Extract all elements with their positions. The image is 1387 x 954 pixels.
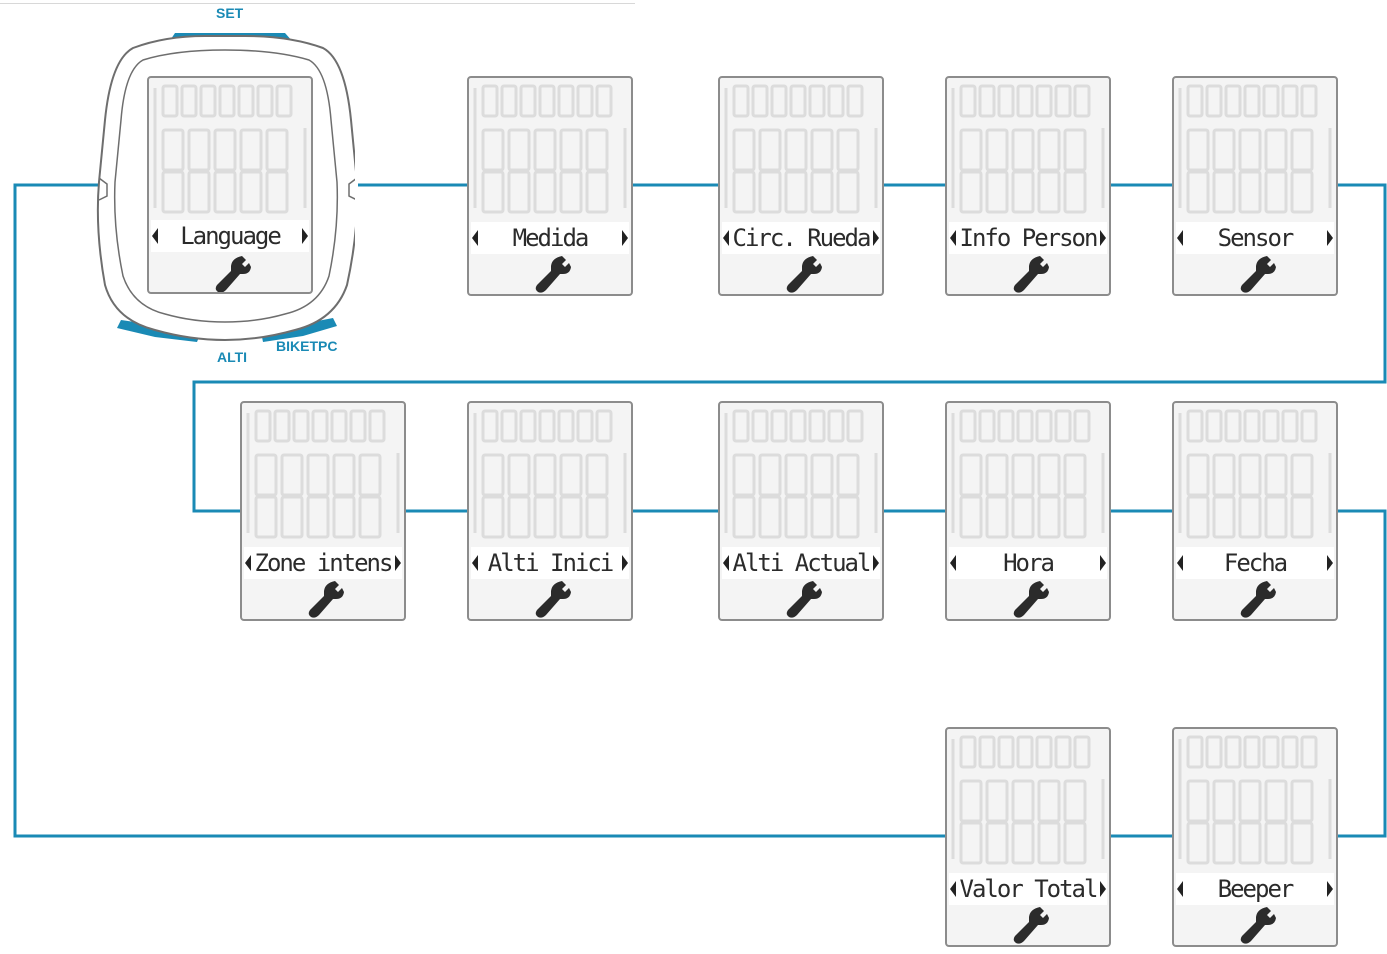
lcd-ghost-segments <box>1178 409 1332 539</box>
triangle-right-icon <box>1327 555 1333 571</box>
menu-label: Alti Inici <box>487 549 614 577</box>
triangle-right-icon <box>1100 230 1106 246</box>
triangle-left-icon <box>472 555 478 571</box>
triangle-left-icon <box>472 230 478 246</box>
menu-label: Medida <box>512 224 590 252</box>
biketpc-button[interactable] <box>261 318 337 342</box>
triangle-right-icon <box>873 230 879 246</box>
triangle-right-icon <box>1100 881 1106 897</box>
triangle-right-icon <box>1327 230 1333 246</box>
menu-screen-beeper: Beeper <box>1172 727 1338 947</box>
wrench-icon <box>1013 581 1049 618</box>
menu-screen-hora: Hora <box>945 401 1111 621</box>
menu-screen-medida: Medida <box>467 76 633 296</box>
wrench-icon <box>1240 256 1276 293</box>
triangle-right-icon <box>622 555 628 571</box>
triangle-left-icon <box>723 555 729 571</box>
menu-label-bar: Info Person <box>949 222 1107 254</box>
lcd-ghost-segments <box>153 84 307 214</box>
biketpc-button-label: BIKETPC <box>276 338 338 354</box>
top-divider <box>0 3 635 4</box>
wrench-icon <box>215 256 251 292</box>
wrench-icon <box>786 581 822 618</box>
menu-label-bar: Alti Actual <box>722 547 880 579</box>
lcd-ghost-segments <box>1178 735 1332 865</box>
menu-screen-valor-total: Valor Total <box>945 727 1111 947</box>
menu-label-bar: Valor Total <box>949 873 1107 905</box>
menu-label: Zone intens <box>254 549 394 577</box>
triangle-left-icon <box>950 230 956 246</box>
triangle-left-icon <box>1177 881 1183 897</box>
menu-label-bar: Fecha <box>1176 547 1334 579</box>
menu-screen-alti-actual: Alti Actual <box>718 401 884 621</box>
menu-screen-sensor: Sensor <box>1172 76 1338 296</box>
triangle-left-icon <box>245 555 251 571</box>
lcd-ghost-segments <box>724 84 878 214</box>
device-screen-label-bar: Language <box>151 220 309 252</box>
lcd-ghost-segments <box>1178 84 1332 214</box>
lcd-ghost-segments <box>473 84 627 214</box>
set-button-label: SET <box>216 5 244 21</box>
triangle-right-icon <box>1100 555 1106 571</box>
wrench-icon <box>535 581 571 618</box>
wrench-icon <box>1013 907 1049 944</box>
triangle-right-icon <box>622 230 628 246</box>
wrench-icon <box>786 256 822 293</box>
menu-screen-fecha: Fecha <box>1172 401 1338 621</box>
menu-label-bar: Hora <box>949 547 1107 579</box>
menu-screen-zone-intens: Zone intens <box>240 401 406 621</box>
triangle-left-icon <box>723 230 729 246</box>
menu-label-bar: Circ. Rueda <box>722 222 880 254</box>
triangle-left-icon <box>1177 230 1183 246</box>
menu-label-bar: Medida <box>471 222 629 254</box>
lcd-ghost-segments <box>951 735 1105 865</box>
menu-screen-alti-inici: Alti Inici <box>467 401 633 621</box>
menu-label: Sensor <box>1217 224 1295 252</box>
menu-label-bar: Sensor <box>1176 222 1334 254</box>
lcd-ghost-segments <box>951 84 1105 214</box>
menu-label: Info Person <box>959 224 1099 252</box>
lcd-ghost-segments <box>951 409 1105 539</box>
menu-label-bar: Zone intens <box>244 547 402 579</box>
device-screen-label: Language <box>180 222 282 250</box>
menu-label: Alti Actual <box>732 549 872 577</box>
menu-label-bar: Alti Inici <box>471 547 629 579</box>
wrench-icon <box>1240 581 1276 618</box>
triangle-left-icon <box>1177 555 1183 571</box>
menu-label: Valor Total <box>959 875 1099 903</box>
menu-screen-circ-rueda: Circ. Rueda <box>718 76 884 296</box>
device-screen: Language <box>147 76 313 294</box>
alti-button-label: ALTI <box>217 349 248 365</box>
triangle-right-icon <box>873 555 879 571</box>
triangle-left-icon <box>152 228 158 244</box>
triangle-left-icon <box>950 881 956 897</box>
wrench-icon <box>1013 256 1049 293</box>
menu-label: Circ. Rueda <box>732 224 872 252</box>
triangle-right-icon <box>1327 881 1333 897</box>
menu-label-bar: Beeper <box>1176 873 1334 905</box>
wrench-icon <box>1240 907 1276 944</box>
triangle-right-icon <box>395 555 401 571</box>
menu-screen-info-person: Info Person <box>945 76 1111 296</box>
menu-label: Fecha <box>1223 549 1288 577</box>
menu-label: Beeper <box>1217 875 1295 903</box>
wrench-icon <box>308 581 344 618</box>
triangle-left-icon <box>950 555 956 571</box>
lcd-ghost-segments <box>473 409 627 539</box>
lcd-ghost-segments <box>724 409 878 539</box>
triangle-right-icon <box>302 228 308 244</box>
lcd-ghost-segments <box>246 409 400 539</box>
wrench-icon <box>535 256 571 293</box>
menu-label: Hora <box>1003 549 1055 577</box>
